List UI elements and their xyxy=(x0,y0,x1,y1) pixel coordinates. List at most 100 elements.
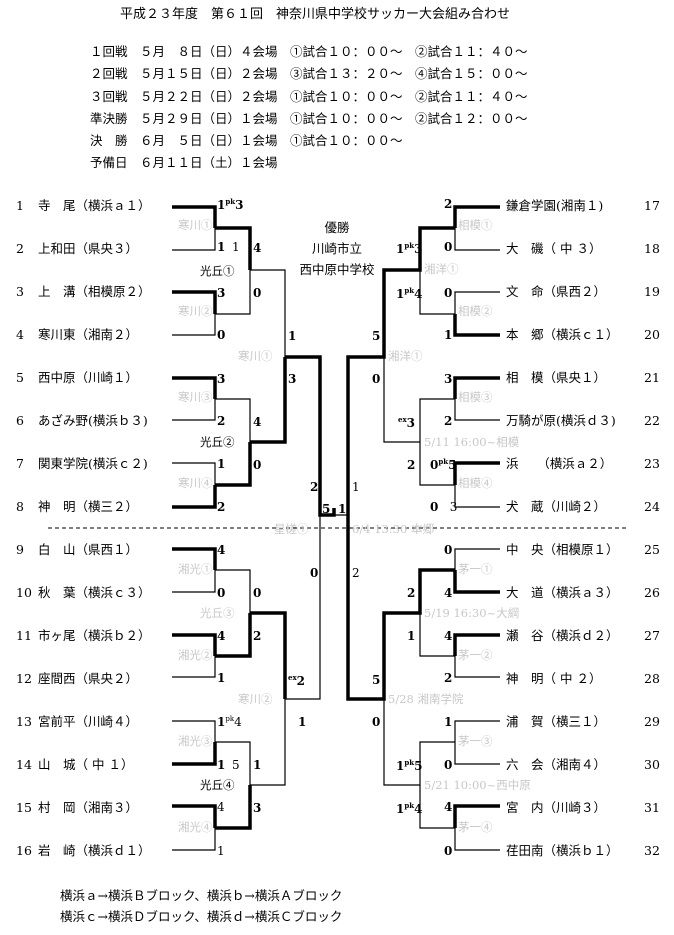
score: 0 xyxy=(444,758,453,772)
venue-label: 光丘② xyxy=(200,435,235,449)
team-seed: 19 xyxy=(644,284,660,299)
team-name: あざみ野(横浜ｂ３) xyxy=(38,413,148,428)
team-seed: 31 xyxy=(644,800,660,815)
score: 0 xyxy=(217,328,226,342)
champion-school: 西中原中学校 xyxy=(299,262,375,277)
score: 1pk5 xyxy=(396,758,423,773)
score: 4 xyxy=(217,543,226,557)
score: 3 xyxy=(253,801,262,815)
score: 1pk3 xyxy=(217,197,244,212)
team-seed: 5 xyxy=(16,370,24,385)
team-seed: 13 xyxy=(16,714,32,729)
score: 0 xyxy=(444,543,453,557)
score: 2 xyxy=(217,414,226,428)
score: 4 xyxy=(217,629,226,643)
team-seed: 25 xyxy=(644,542,660,557)
team-seed: 28 xyxy=(644,671,660,686)
team-name: 浦 賀（横三１） xyxy=(506,714,607,729)
venue-label: 光丘③ xyxy=(200,606,235,620)
score: 3 xyxy=(217,372,226,386)
team-seed: 22 xyxy=(644,413,660,428)
venue-label: 湘洋① xyxy=(388,349,423,363)
team-seed: 3 xyxy=(16,284,24,299)
score: 2 xyxy=(253,629,262,643)
team-name: 山 城（ 中 １） xyxy=(38,757,134,772)
venue-label: 茅一② xyxy=(458,648,493,662)
match-note: 6/4 13:30 本郷 xyxy=(352,522,434,536)
score: 0 xyxy=(217,586,226,600)
team-name: 大 磯（ 中 ３） xyxy=(506,241,602,256)
score: 2 xyxy=(310,480,319,494)
team-seed: 29 xyxy=(644,714,660,729)
score: 1pk4 xyxy=(396,286,423,301)
score: 3 xyxy=(288,372,297,386)
score: 2 xyxy=(407,458,416,472)
team-name: 相 模（県央１） xyxy=(506,370,607,385)
team-seed: 7 xyxy=(16,456,24,471)
team-name: 文 命（県西２） xyxy=(506,284,607,299)
score: 1 xyxy=(217,844,225,858)
team-name: 秋 葉（横浜ｃ３） xyxy=(38,585,151,600)
team-name: 上 溝（相模原２） xyxy=(38,284,151,299)
score: 1 xyxy=(407,629,416,643)
score: 1 xyxy=(298,715,307,729)
team-seed: 23 xyxy=(644,456,660,471)
venue-label: 相模① xyxy=(458,218,493,232)
score: 1 xyxy=(217,240,226,254)
score: 1 xyxy=(253,758,262,772)
team-name: 寺 尾（横浜ａ１） xyxy=(38,198,151,213)
venue-label: 星槎① xyxy=(274,522,309,536)
team-name: 荏田南（横浜ｂ１） xyxy=(506,843,619,858)
score: 1 xyxy=(444,328,453,342)
team-seed: 4 xyxy=(16,327,24,342)
score: 1 xyxy=(352,480,360,494)
score: 0 xyxy=(372,372,381,386)
team-seed: 10 xyxy=(16,585,32,600)
team-name: 六 会（湘南４） xyxy=(506,757,607,772)
venue-label: 相模④ xyxy=(458,476,493,490)
score: 1 xyxy=(217,758,226,772)
team-name: 万騎が原(横浜ｄ３) xyxy=(506,413,616,428)
team-name: 宮 内（川崎３） xyxy=(506,800,607,815)
team-name: 本 郷（横浜ｃ１） xyxy=(506,327,619,342)
score: 4 xyxy=(444,586,453,600)
score: 0 xyxy=(310,566,319,580)
team-seed: 14 xyxy=(16,757,32,772)
venue-label: 寒川① xyxy=(178,218,213,232)
team-name: 関東学院(横浜ｃ２) xyxy=(38,456,148,471)
score: 2 xyxy=(352,566,360,580)
score: 1 xyxy=(217,671,226,685)
score: 4 xyxy=(253,415,262,429)
schedule-line: １回戦 ５月 ８日（日）４会場 ①試合１０：００～ ②試合１１：４０～ xyxy=(90,44,528,59)
venue-label: 茅一① xyxy=(458,562,493,576)
score: 3 xyxy=(217,286,226,300)
schedule-line: 決 勝 ６月 ５日（日）１会場 ①試合１０：００～ xyxy=(90,133,403,148)
team-name: 市ヶ尾（横浜ｂ２） xyxy=(38,628,151,643)
venue-label: 湘光② xyxy=(178,648,213,662)
team-seed: 9 xyxy=(16,542,24,557)
venue-label: 寒川① xyxy=(238,349,273,363)
team-name: 中 央（相模原１） xyxy=(506,542,619,557)
score: 5 xyxy=(322,502,331,516)
score: ex2 xyxy=(288,673,305,688)
score: 4 xyxy=(444,800,453,814)
team-seed: 30 xyxy=(644,757,660,772)
team-seed: 6 xyxy=(16,413,24,428)
venue-label: 寒川④ xyxy=(178,476,213,490)
team-seed: 20 xyxy=(644,327,660,342)
score: 4 xyxy=(444,629,453,643)
score: 1pk4 xyxy=(396,801,423,816)
schedule-line: 準決勝 ５月２９日（日）１会場 ①試合１０：００～ ②試合１２：００～ xyxy=(90,111,528,126)
page-title: 平成２３年度 第６１回 神奈川県中学校サッカー大会組み合わせ xyxy=(120,7,511,22)
venue-label: 光丘① xyxy=(200,264,235,278)
score: 0 xyxy=(372,715,381,729)
match-note: 5/19 16:30~大綱 xyxy=(424,606,520,620)
champion-label: 優勝 xyxy=(324,220,350,235)
score: 0 xyxy=(253,286,262,300)
score: 2 xyxy=(217,500,226,514)
score: 0 xyxy=(253,586,262,600)
team-name: 神 明（ 中 ２） xyxy=(506,671,602,686)
score: 2 xyxy=(407,586,416,600)
team-name: 宮前平（川崎４） xyxy=(38,714,139,729)
team-seed: 16 xyxy=(16,843,32,858)
